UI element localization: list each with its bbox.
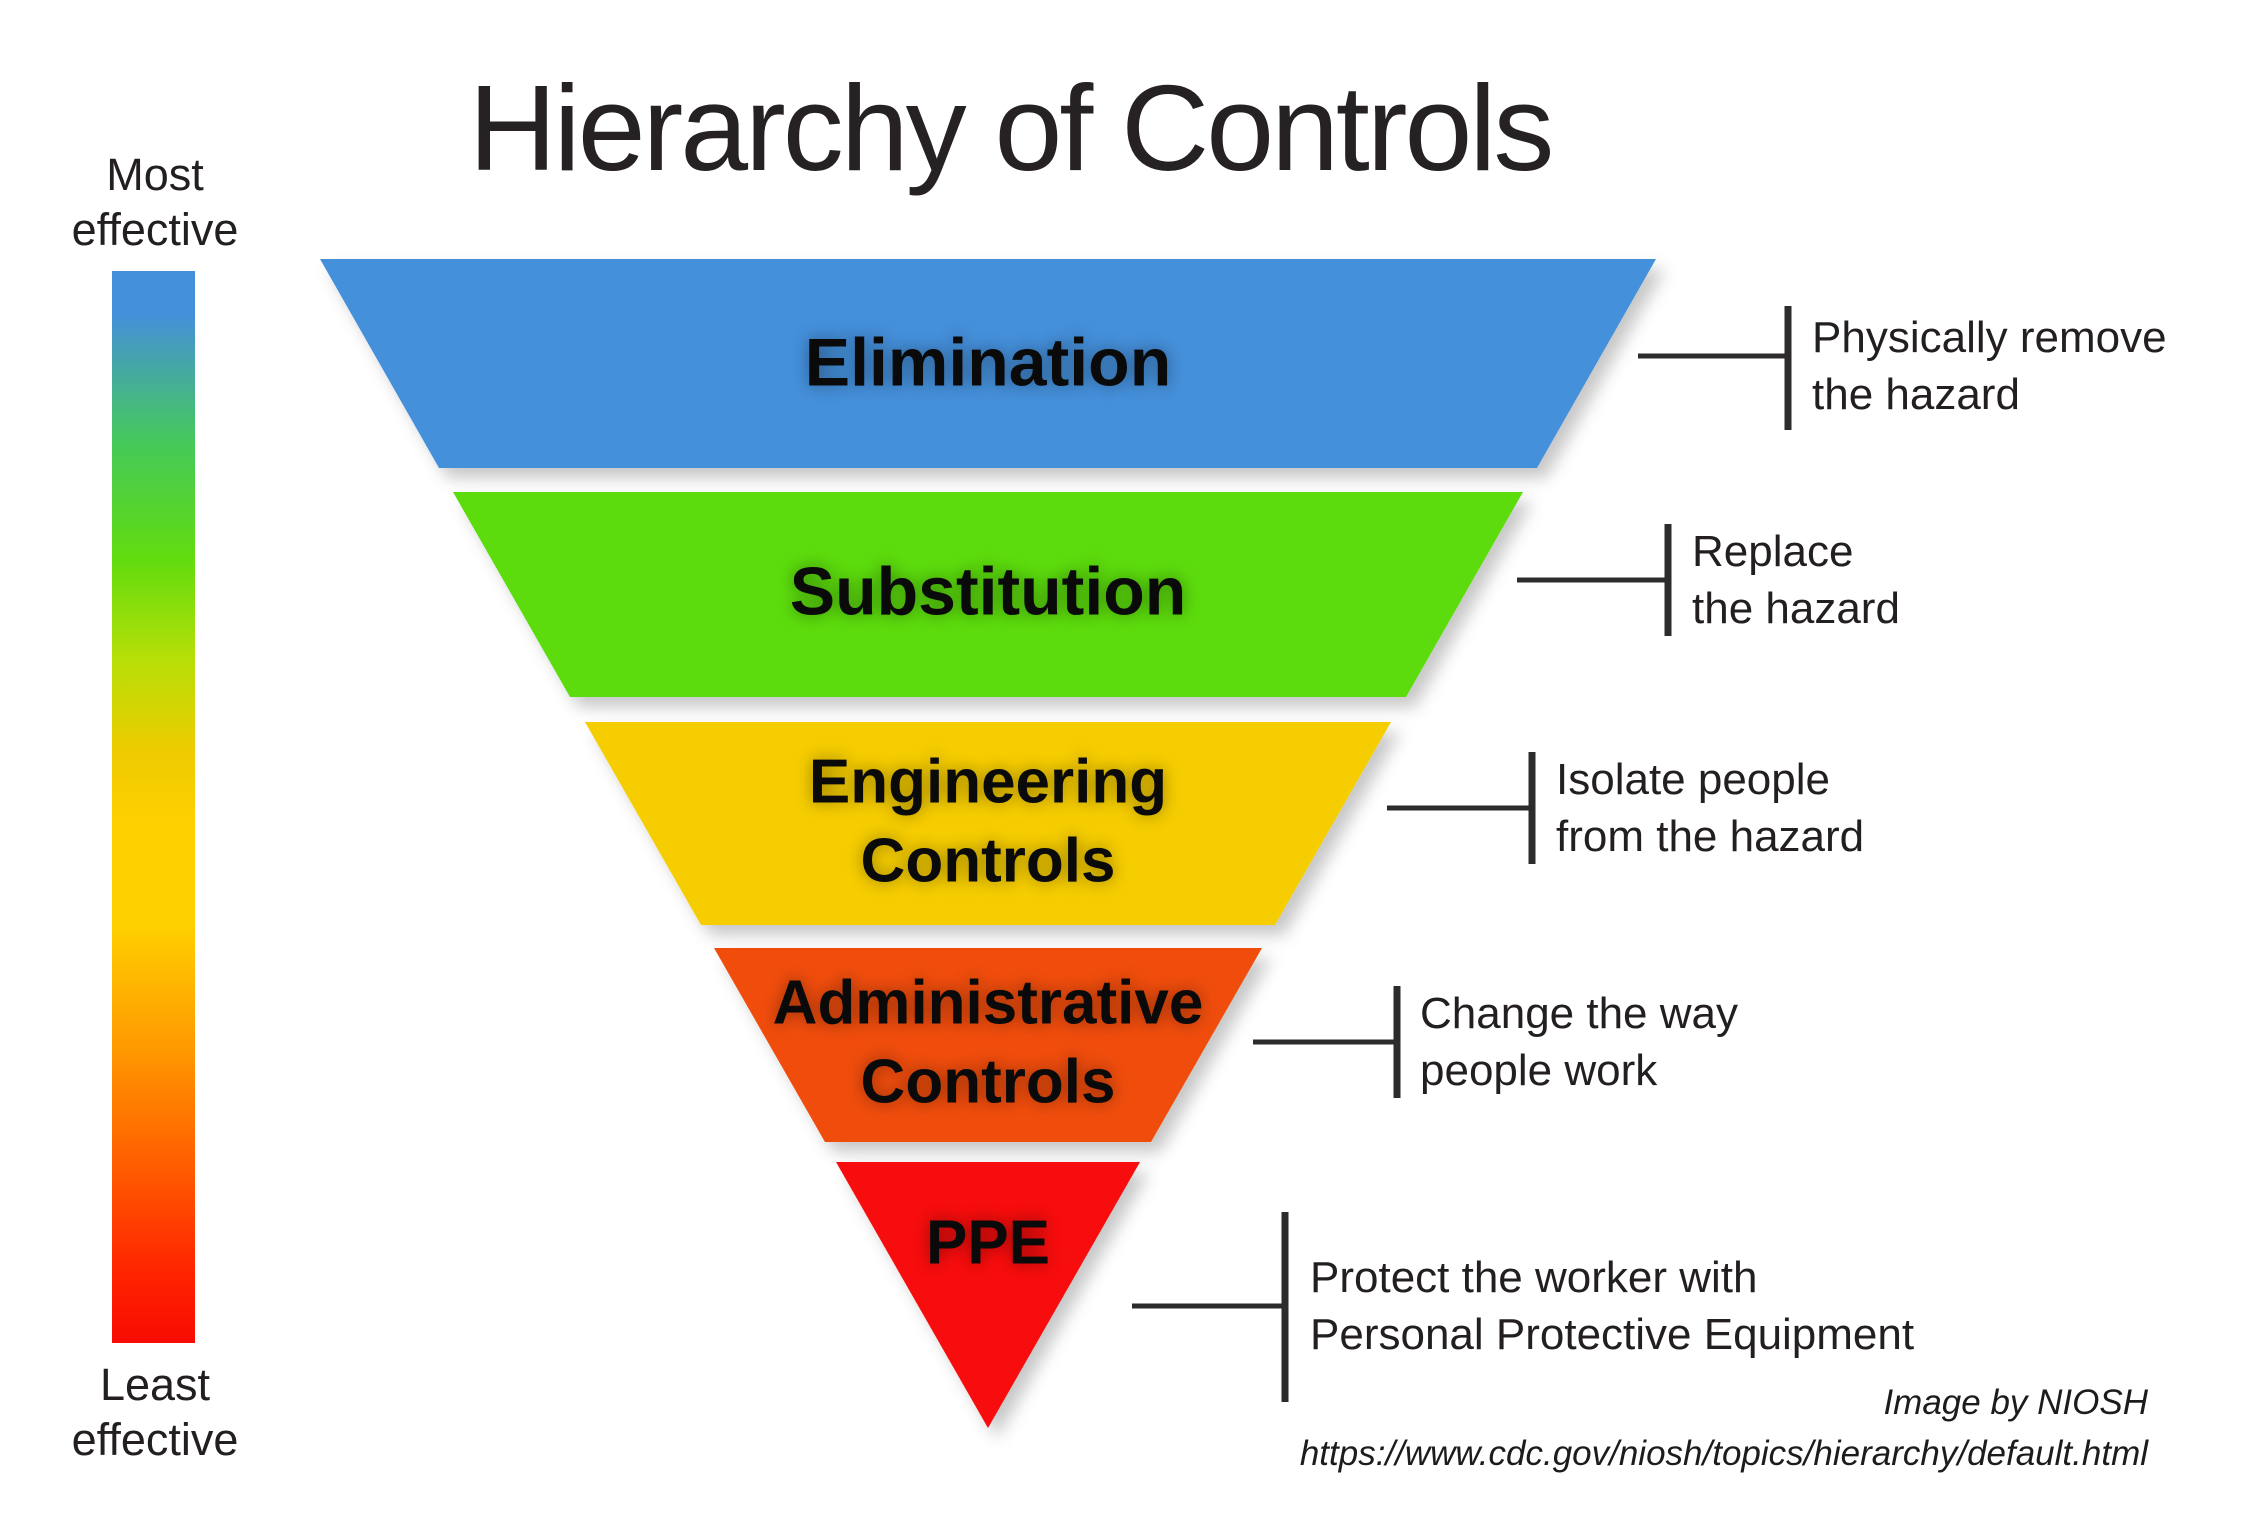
- substitution-band-shape: [453, 492, 1523, 697]
- elimination-band-shape: [320, 259, 1656, 468]
- substitution-description: Replace the hazard: [1692, 526, 1900, 633]
- ppe-description: Protect the worker with Personal Protect…: [1310, 1252, 1915, 1359]
- attribution-url: https://www.cdc.gov/niosh/topics/hierarc…: [1299, 1433, 2148, 1473]
- elimination-label: Elimination: [804, 324, 1172, 401]
- engineering-controls-band-shape: [585, 722, 1391, 925]
- attribution-credit: Image by NIOSH: [1883, 1383, 2148, 1422]
- ppe-band-shape: [836, 1162, 1140, 1428]
- effectiveness-gradient-bar: [112, 271, 195, 1343]
- engineering-controls-label: Engineering Controls: [808, 747, 1168, 896]
- least-effective-label: Least effective: [71, 1359, 239, 1465]
- administrative-controls-band-shape: [714, 948, 1262, 1142]
- attribution: Image by NIOSH https://www.cdc.gov/niosh…: [1300, 1378, 2148, 1480]
- substitution-label: Substitution: [789, 553, 1187, 630]
- administrative-controls-description: Change the way people work: [1420, 988, 1738, 1095]
- engineering-controls-description: Isolate people from the hazard: [1556, 754, 1865, 861]
- administrative-controls-label: Administrative Controls: [772, 968, 1204, 1117]
- elimination-description: Physically remove the hazard: [1812, 312, 2167, 419]
- page-title: Hierarchy of Controls: [468, 60, 1555, 196]
- most-effective-label: Most effective: [71, 149, 239, 255]
- ppe-label: PPE: [925, 1208, 1051, 1278]
